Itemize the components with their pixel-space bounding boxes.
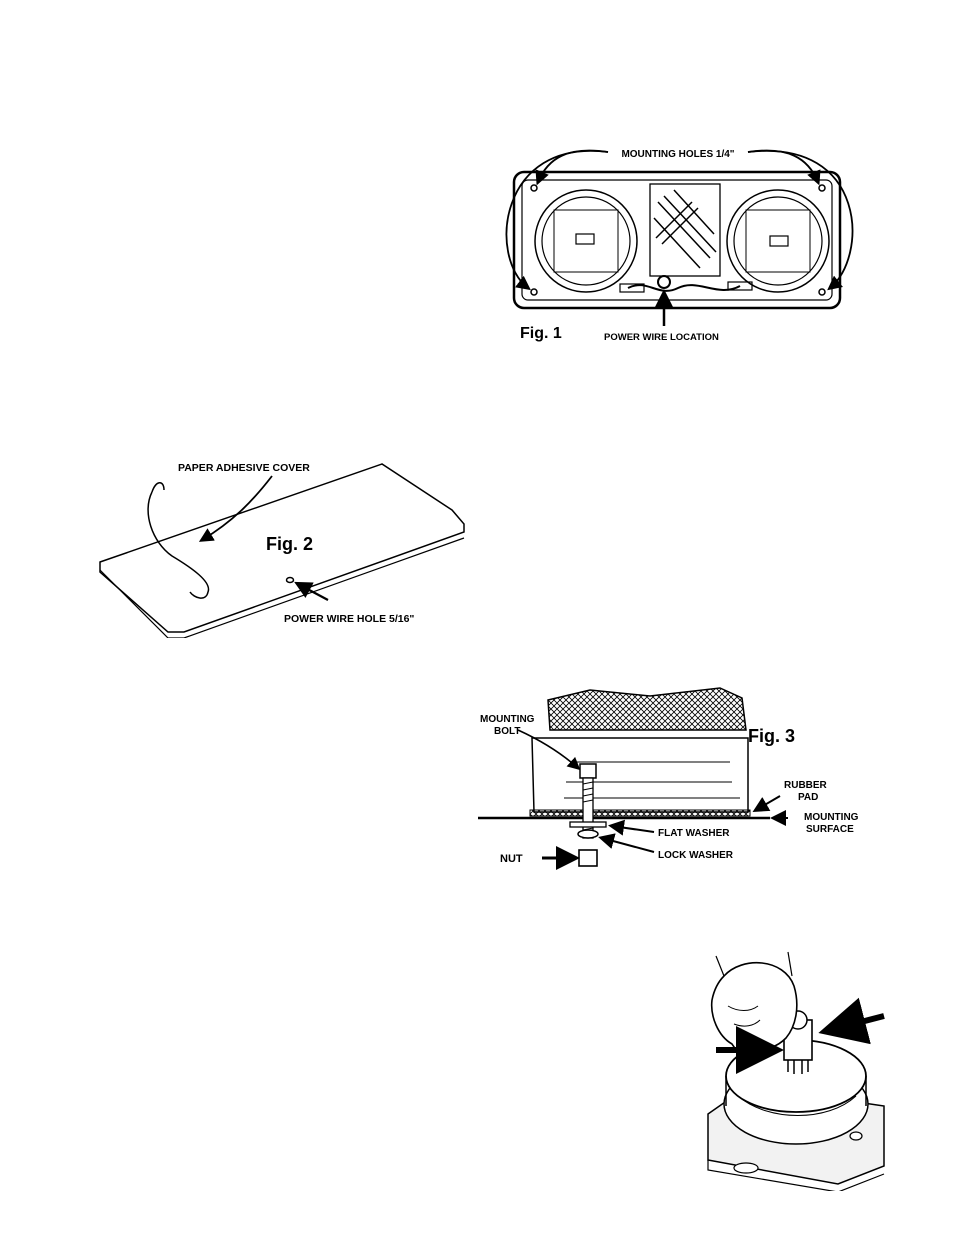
arrow-icon [518,730,578,768]
lock-washer [578,830,598,838]
mounting-hole-icon [819,185,825,191]
label-paper-adhesive-cover: PAPER ADHESIVE COVER [178,462,310,474]
label-mounting: MOUNTING [480,714,535,725]
arrow-icon [538,150,608,182]
arrow-icon [602,838,654,852]
paper-cover [148,492,208,598]
figure-1-title: Fig. 1 [520,325,562,342]
mounting-hole-icon [531,289,537,295]
housing-body [532,738,748,812]
figure-4 [688,946,888,1191]
bolt-head [580,764,596,778]
arrow-icon [612,826,654,832]
housing-top [548,688,746,730]
label-bolt: BOLT [494,726,520,737]
label-mounting-2: MOUNTING [804,812,859,823]
hand-plug-illustration [688,946,888,1191]
figure-2-title: Fig. 2 [266,534,313,554]
label-lock-washer: LOCK WASHER [658,850,734,861]
figure-3-title: Fig. 3 [748,726,795,746]
figure-1: MOUNTING HOLES 1/4" Fig. 1 POWER WIRE LO… [478,138,882,352]
label-flat-washer: FLAT WASHER [658,828,730,839]
arrow-icon [830,1016,884,1030]
figure-1-drawing: MOUNTING HOLES 1/4" Fig. 1 POWER WIRE LO… [478,138,882,352]
power-wire-hole-icon [287,578,294,583]
figure-2-drawing: PAPER ADHESIVE COVER Fig. 2 POWER WIRE H… [92,452,470,638]
nut [579,850,597,866]
label-power-wire-hole: POWER WIRE HOLE 5/16" [284,613,414,625]
label-mounting-holes: MOUNTING HOLES 1/4" [621,149,734,160]
figure-3: MOUNTING BOLT Fig. 3 RUBBER PAD MOUNTING… [470,682,880,882]
arrow-icon [748,150,818,182]
label-nut: NUT [500,853,523,865]
label-surface: SURFACE [806,824,854,835]
label-pad: PAD [798,792,818,803]
figure-3-drawing: MOUNTING BOLT Fig. 3 RUBBER PAD MOUNTING… [470,682,880,882]
arrow-icon [202,476,272,540]
mounting-hole-icon [531,185,537,191]
mounting-hole-icon [819,289,825,295]
figure-2: PAPER ADHESIVE COVER Fig. 2 POWER WIRE H… [92,452,470,638]
label-power-wire-location: POWER WIRE LOCATION [604,332,719,343]
label-rubber: RUBBER [784,780,828,791]
flat-washer [570,822,606,827]
arrow-icon [756,796,780,810]
rubber-pad [530,810,750,816]
